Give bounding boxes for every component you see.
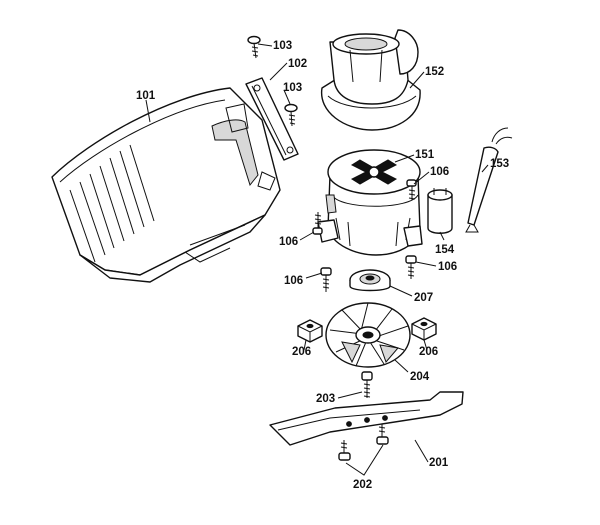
bolt-202-left [338, 440, 351, 461]
label-201: 201 [429, 457, 449, 469]
label-106-lower-right: 106 [438, 261, 457, 273]
label-206-left: 206 [292, 346, 311, 358]
screw-106-lower-right [405, 255, 417, 279]
capacitor [427, 188, 453, 234]
fan [325, 302, 411, 368]
screw-106-lower-left [320, 267, 332, 292]
blade [269, 391, 464, 446]
label-207: 207 [414, 292, 433, 304]
label-103-top: 103 [273, 40, 292, 52]
label-152: 152 [425, 66, 444, 78]
label-102: 102 [288, 58, 307, 70]
label-101: 101 [136, 90, 156, 102]
cable [465, 127, 513, 233]
label-103-right: 103 [283, 82, 302, 94]
bracket [245, 77, 299, 161]
label-106-lower-left: 106 [284, 275, 303, 287]
label-106-upper-right: 106 [430, 166, 449, 178]
part-labels: 101 102 103 103 152 151 106 153 154 106 … [136, 40, 509, 491]
motor [317, 149, 423, 256]
label-204: 204 [410, 371, 430, 383]
label-153: 153 [490, 158, 509, 170]
label-206-right: 206 [419, 346, 438, 358]
housing-cover [51, 87, 281, 283]
label-151: 151 [415, 149, 435, 161]
label-154: 154 [435, 244, 455, 256]
label-203: 203 [316, 393, 335, 405]
leader-lines [145, 43, 489, 476]
screw-103-top [247, 35, 261, 59]
screw-106-upper-right [406, 179, 417, 200]
screw-106-left [312, 212, 323, 235]
label-202: 202 [353, 479, 372, 491]
motor-hood [320, 29, 421, 131]
nut-206-left [297, 319, 323, 343]
pulley [349, 269, 391, 292]
bolt-202-right [376, 424, 389, 445]
label-106-left: 106 [279, 236, 298, 248]
screw-103-right [284, 103, 298, 127]
bolt-203 [361, 371, 373, 398]
nut-206-right [411, 317, 437, 341]
